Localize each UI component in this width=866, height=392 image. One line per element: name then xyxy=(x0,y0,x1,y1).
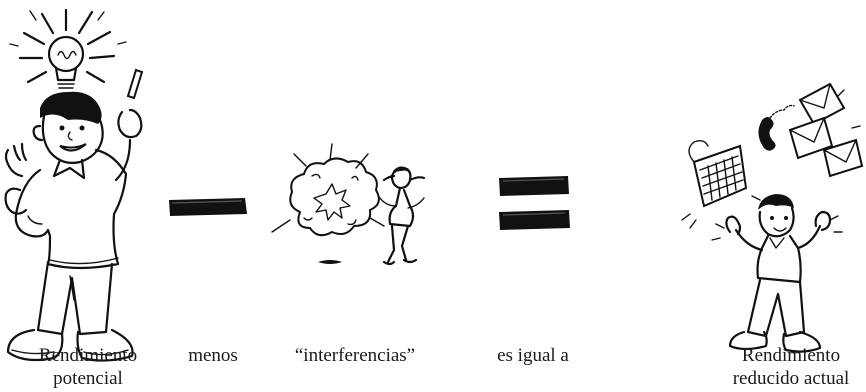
caption-actual-line-1: Rendimiento xyxy=(741,345,841,366)
telephone-icon xyxy=(758,104,795,151)
caption-equals: es igual a xyxy=(488,344,578,367)
caption-actual-performance: Rendimiento reducido actual xyxy=(718,344,864,390)
caption-potential-line-1: Rendimiento xyxy=(38,345,138,366)
lightbulb-icon xyxy=(9,8,127,89)
caption-equals-text: es igual a xyxy=(497,345,569,366)
minus-sign-icon xyxy=(169,198,247,216)
caption-interference: “interferencias” xyxy=(290,344,420,367)
equals-sign-icon xyxy=(499,176,570,230)
caption-minus-text: menos xyxy=(188,345,238,366)
caption-interference-text: “interferencias” xyxy=(294,345,416,366)
envelopes-icon xyxy=(788,82,864,178)
caption-potential-performance: Rendimiento potencial xyxy=(26,344,150,390)
caption-potential-line-2: potencial xyxy=(53,368,123,389)
caption-minus: menos xyxy=(178,344,248,367)
caption-actual-line-2: reducido actual xyxy=(732,368,850,389)
explosion-icon xyxy=(271,143,385,264)
figure-idea-man xyxy=(4,8,144,362)
startled-man-figure xyxy=(379,166,426,266)
keyboard-icon xyxy=(681,139,761,229)
juggling-man-figure xyxy=(681,82,864,353)
